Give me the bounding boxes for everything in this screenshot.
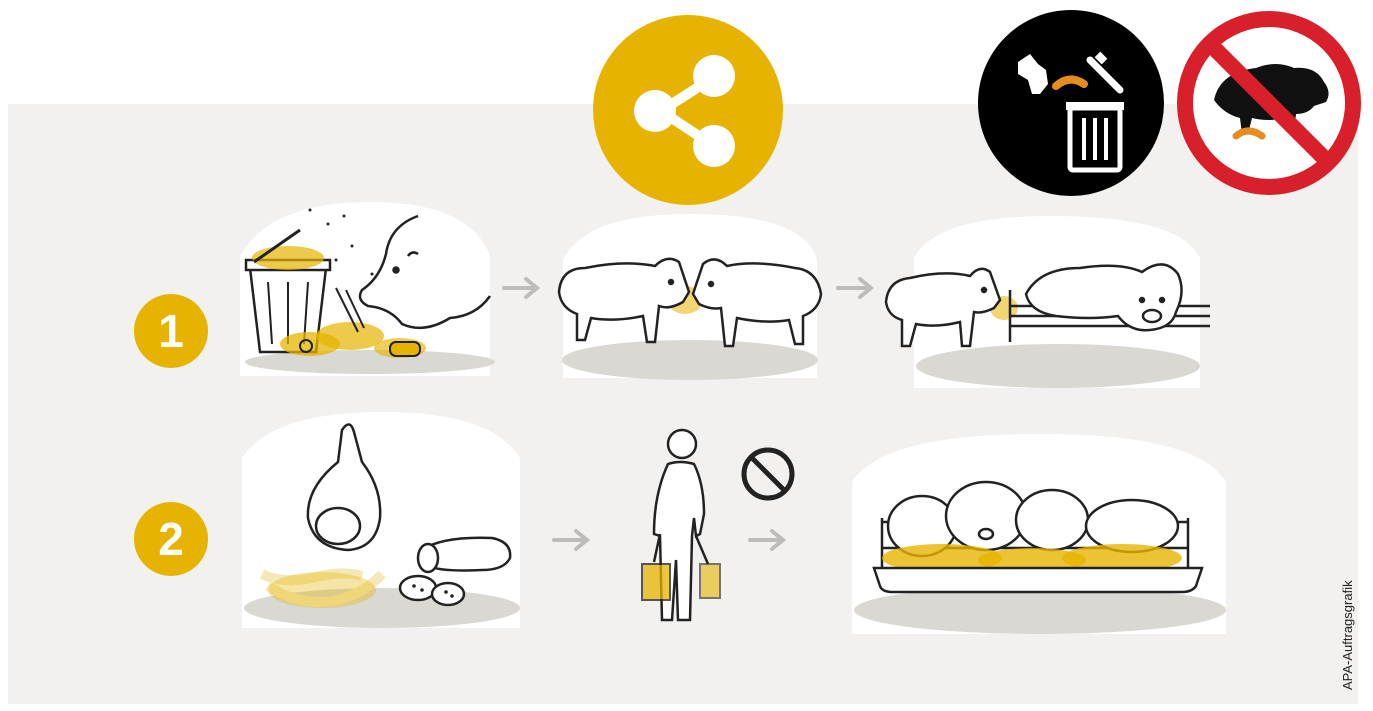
arrow-right-icon [748,528,788,552]
no-feeding-wild-boar-icon [1176,10,1362,196]
arrow-right-icon [552,528,592,552]
prohibited-icon [740,446,796,502]
scene-boars-meeting [545,210,835,380]
scene-pigs-at-trough [852,430,1228,636]
step-2-number: 2 [134,502,208,576]
step-1-number: 1 [134,294,208,368]
scene-boar-at-trash [240,196,500,380]
trough [874,568,1202,592]
share-button[interactable] [593,15,783,205]
scene-meat-products [242,408,522,630]
scene-boar-at-pig-fence [880,212,1220,390]
scene-person-carrying-bags [620,424,730,630]
arrow-right-icon [836,276,876,300]
no-feeding-badge [1176,10,1362,196]
share-icon [593,15,783,205]
arrow-right-icon [502,276,542,300]
dispose-in-bin-icon [978,10,1164,196]
credit-label: APA-Auftragsgrafik [1340,580,1355,690]
dispose-in-bin-badge [978,10,1164,196]
